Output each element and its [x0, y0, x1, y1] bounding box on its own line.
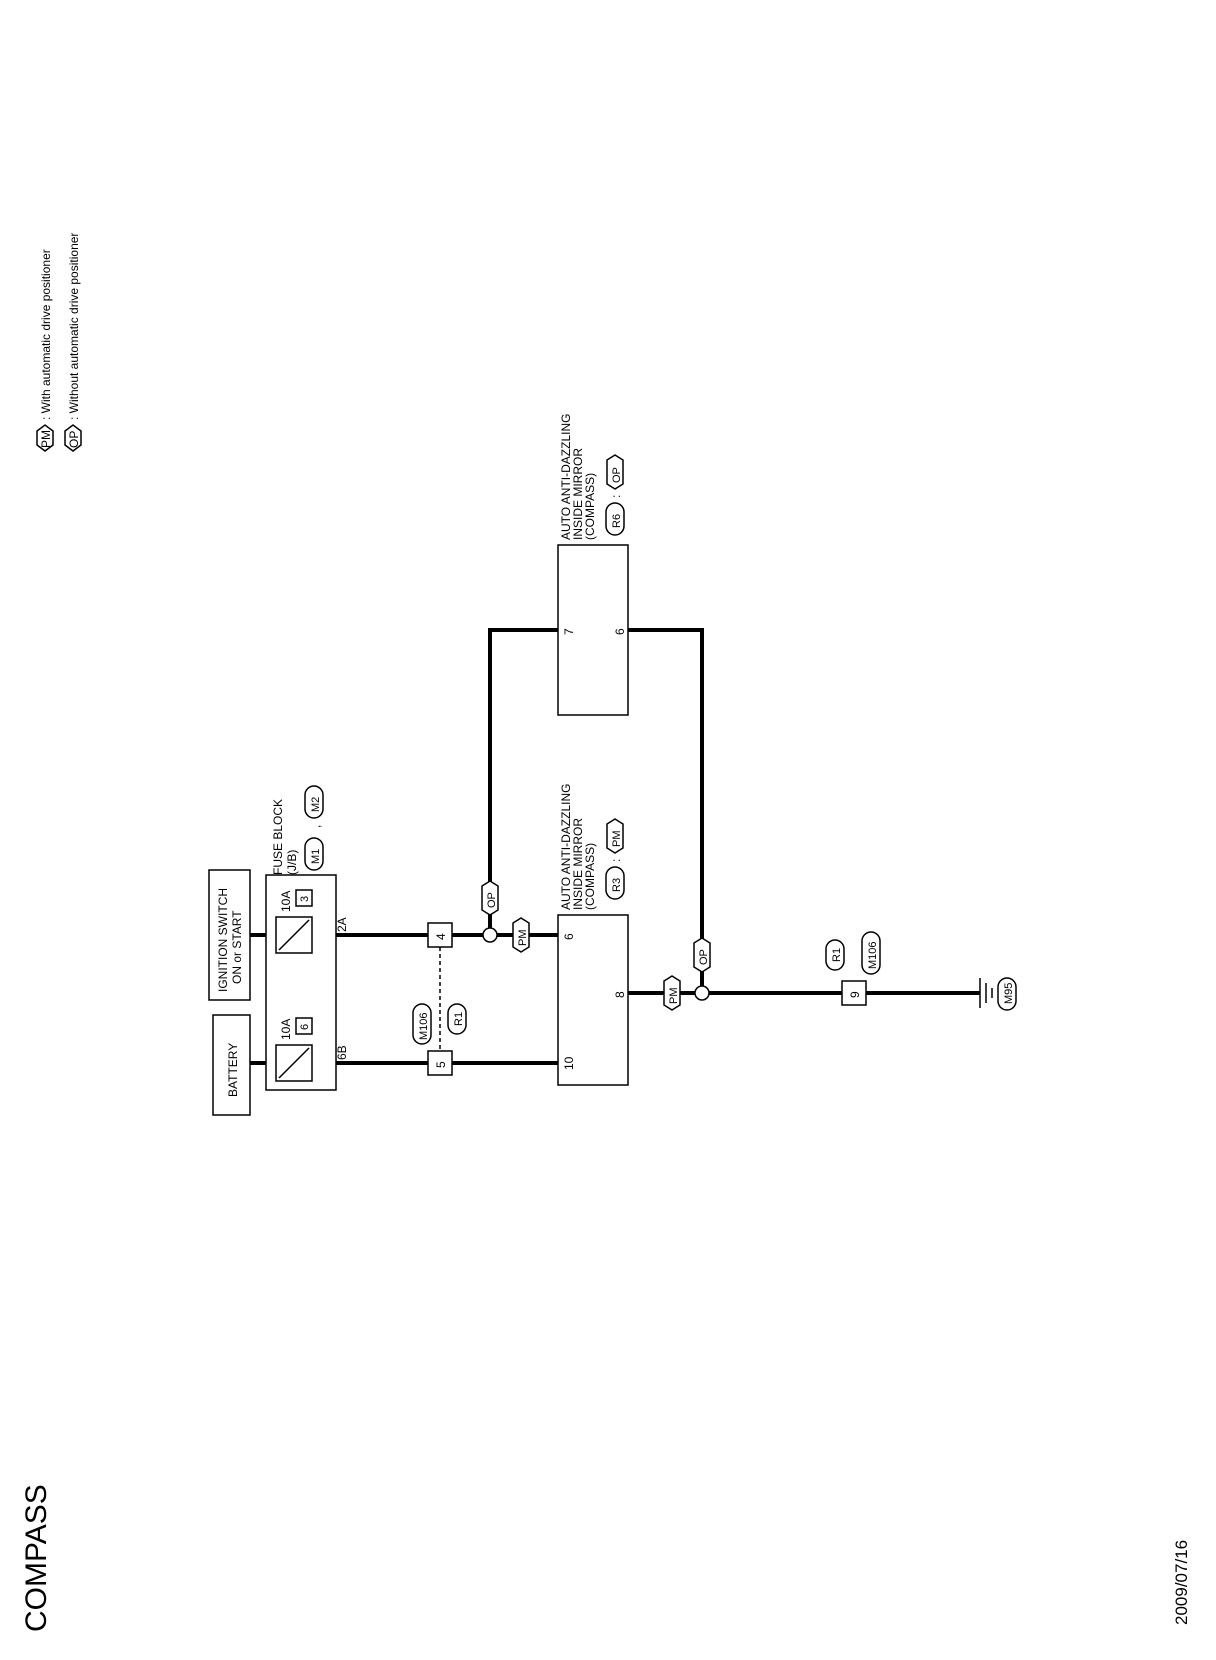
ground-joint-pin: 9: [848, 991, 862, 998]
ground-joint: 9 R1 M106: [825, 931, 881, 1006]
joint-pin-4: 4: [434, 933, 448, 940]
fuse-block-conn-m1: M1: [310, 849, 322, 864]
ignition-label-1: IGNITION SWITCH: [216, 888, 230, 992]
mirror-pm-label-2: INSIDE MIRROR: [571, 818, 585, 910]
ground-conn-m95: M95: [1003, 983, 1015, 1004]
fuse-6: 10A 6 6B: [275, 1017, 349, 1082]
mirror-op-pin-7: 7: [562, 628, 576, 635]
ground-symbol: M95: [979, 977, 1017, 1011]
fuse-3: 10A 3 2A: [275, 889, 349, 954]
upper-tag-op: OP: [486, 892, 498, 908]
mirror-pm-pin-10: 10: [562, 1056, 576, 1070]
mirror-pm-sep: :: [609, 859, 623, 862]
mirror-op-pin-6: 6: [613, 628, 627, 635]
mirror-op-conn: R6: [611, 514, 623, 528]
ignition-label-2: ON or START: [230, 910, 244, 984]
ground-joint-conn-m106: M106: [867, 941, 879, 969]
mirror-pm-label-3: (COMPASS): [583, 843, 597, 910]
mirror-op-tag: OP: [611, 467, 623, 483]
mirror-op-label-1: AUTO ANTI-DAZZLING: [559, 414, 573, 540]
page-date: 2009/07/16: [1172, 1540, 1191, 1625]
mirror-pm-pin-6: 6: [562, 933, 576, 940]
page-title: COMPASS: [20, 1484, 53, 1632]
mirror-op-sep: :: [609, 495, 623, 498]
fuse-3-terminal: 2A: [335, 917, 349, 932]
mirror-pm-pin-8: 8: [613, 991, 627, 998]
legend-item-op: OP : Without automatic drive positioner: [64, 233, 82, 452]
fuse-block-label-2: (J/B): [285, 850, 299, 875]
battery-label: BATTERY: [226, 1043, 240, 1097]
joint-conn-m106: M106: [418, 1012, 430, 1040]
mirror-pm-tag: PM: [611, 831, 623, 848]
legend-tag-op: OP: [67, 431, 81, 448]
ignition-switch-box: IGNITION SWITCH ON or START: [208, 869, 251, 1001]
fuse-3-rating: 10A: [279, 891, 293, 912]
legend-text-pm: : With automatic drive positioner: [39, 249, 53, 420]
mirror-pm-label-1: AUTO ANTI-DAZZLING: [559, 784, 573, 910]
lower-branch: PM OP: [663, 937, 711, 1011]
upper-branch: OP PM: [481, 880, 530, 953]
mirror-pm: AUTO ANTI-DAZZLING INSIDE MIRROR (COMPAS…: [557, 784, 629, 1086]
fuse-6-rating: 10A: [279, 1019, 293, 1040]
legend-item-pm: PM : With automatic drive positioner: [36, 249, 54, 452]
mirror-op-label-3: (COMPASS): [583, 473, 597, 540]
legend-tag-pm: PM: [39, 430, 53, 448]
mirror-op-label-2: INSIDE MIRROR: [571, 448, 585, 540]
fuse-6-number: 6: [299, 1024, 311, 1030]
fuse-block: FUSE BLOCK (J/B) M1 , M2 10A 6 6B 10A 3 …: [265, 785, 349, 1091]
legend-text-op: : Without automatic drive positioner: [67, 233, 81, 420]
fuse-block-conn-sep: ,: [309, 825, 323, 828]
fuse-block-label-1: FUSE BLOCK: [271, 799, 285, 875]
fuse-3-number: 3: [299, 896, 311, 902]
upper-tag-pm: PM: [517, 930, 529, 947]
fuse-6-terminal: 6B: [335, 1045, 349, 1060]
lower-tag-op: OP: [698, 949, 710, 965]
ground-joint-conn-r1: R1: [831, 948, 843, 962]
lower-tag-pm: PM: [668, 988, 680, 1005]
battery-box: BATTERY: [212, 1014, 251, 1116]
mirror-pm-conn: R3: [611, 878, 623, 892]
joint-pin-5: 5: [434, 1061, 448, 1068]
legend: PM : With automatic drive positioner OP …: [36, 233, 82, 452]
joint-conn-r1: R1: [453, 1012, 465, 1026]
joint-connector: 5 4 M106 R1: [412, 922, 467, 1076]
mirror-op: AUTO ANTI-DAZZLING INSIDE MIRROR (COMPAS…: [557, 414, 629, 716]
fuse-block-conn-m2: M2: [310, 797, 322, 812]
